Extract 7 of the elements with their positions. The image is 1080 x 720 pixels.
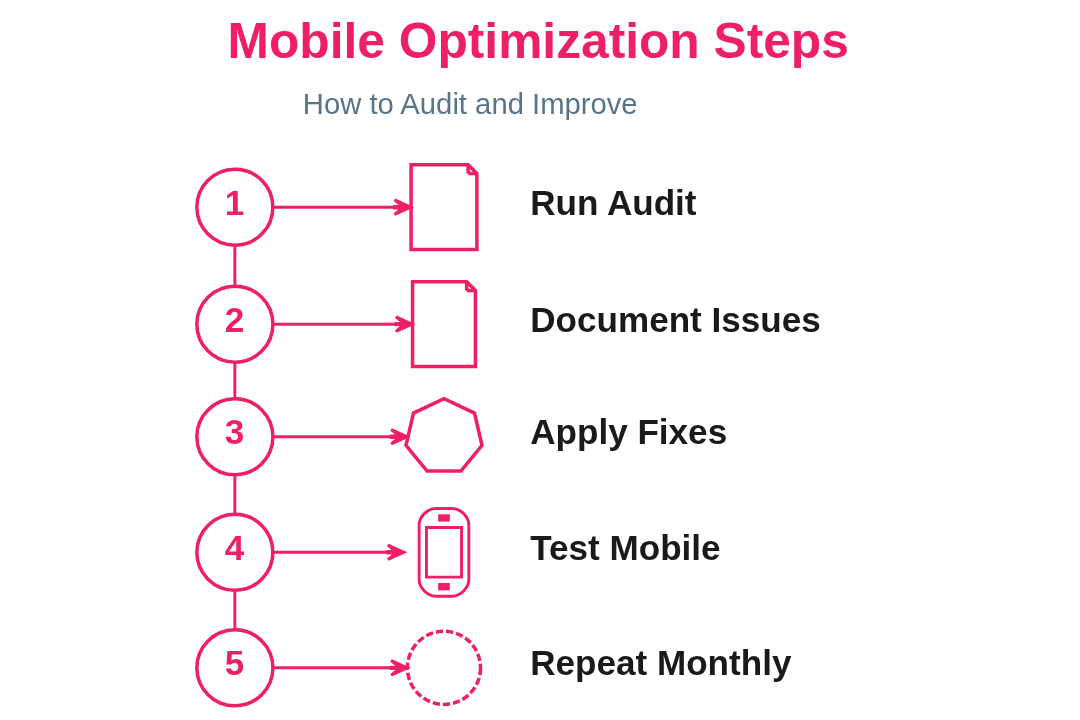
node-label: Repeat Monthly — [529, 643, 791, 683]
label: How to Audit and Improve — [302, 87, 638, 120]
node-label: Document Issues — [529, 299, 821, 339]
diagram-title: Mobile Optimization Steps — [227, 13, 849, 70]
node-label: Apply Fixes — [529, 412, 727, 452]
node-label: Run Audit — [529, 182, 697, 222]
node-label: Test Mobile — [529, 527, 721, 567]
